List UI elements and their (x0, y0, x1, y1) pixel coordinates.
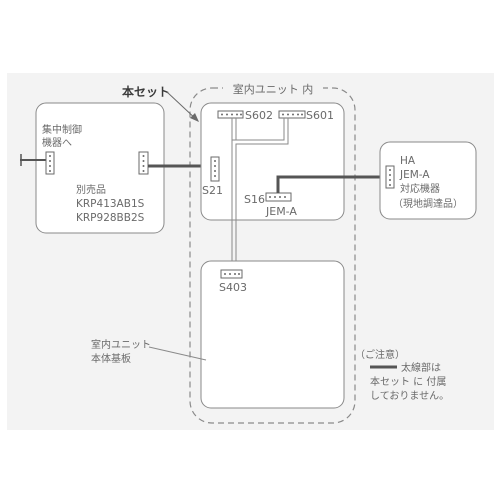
note-line3: しておりません。 (370, 390, 449, 402)
s602-connector-icon (217, 110, 244, 119)
ha-line4: （現地調達品） (393, 197, 463, 210)
central-control-line1: 集中制御 (42, 123, 82, 136)
s403-connector-icon (220, 269, 243, 279)
jem-a-thick-wire (276, 175, 387, 193)
central-control-connector-icon (45, 151, 55, 175)
separate-item-model1: KRP413AB1S (76, 198, 145, 210)
indoor-control-board (200, 102, 345, 221)
ha-line2: JEM-A (399, 169, 430, 181)
main-set-label: 本セット (122, 84, 170, 99)
main-board-leader-line (148, 346, 207, 361)
s601-label: S601 (306, 109, 334, 122)
ha-connector-icon (385, 165, 395, 189)
main-board-label-line1: 室内ユニット (91, 338, 151, 351)
s602-label: S602 (245, 109, 273, 122)
separate-item-model2: KRP928BB2S (76, 212, 145, 224)
separate-item-label: 別売品 (76, 183, 106, 196)
s403-label: S403 (219, 281, 247, 294)
label-mask (223, 80, 323, 96)
indoor-main-board (200, 260, 345, 409)
s16-label: S16 (244, 193, 265, 206)
ha-line1: HA (400, 155, 416, 167)
note-line1: 太線部は (401, 361, 441, 374)
s601-s403-thin-wire (231, 118, 289, 270)
s602-thin-wire (231, 118, 237, 140)
central-control-line2: 機器へ (42, 136, 72, 149)
s16-connector-icon (265, 192, 292, 202)
s601-connector-icon (278, 110, 306, 119)
note-line2: 本セット に 付属 (370, 375, 446, 388)
ha-device-box (379, 141, 477, 220)
main-set-arrowhead (190, 113, 199, 122)
main-board-label-line2: 本体基板 (91, 352, 131, 365)
note-title: （ご注意） (355, 348, 405, 361)
separate-item-connector-icon (138, 151, 149, 175)
s21-label: S21 (202, 184, 223, 197)
separate-item-box (35, 102, 165, 234)
indoor-unit-inner-label: 室内ユニット 内 (233, 82, 314, 96)
ha-line3: 対応機器 (400, 182, 440, 195)
jem-a-connector-label: JEM-A (265, 205, 297, 218)
s21-connector-icon (210, 156, 220, 182)
